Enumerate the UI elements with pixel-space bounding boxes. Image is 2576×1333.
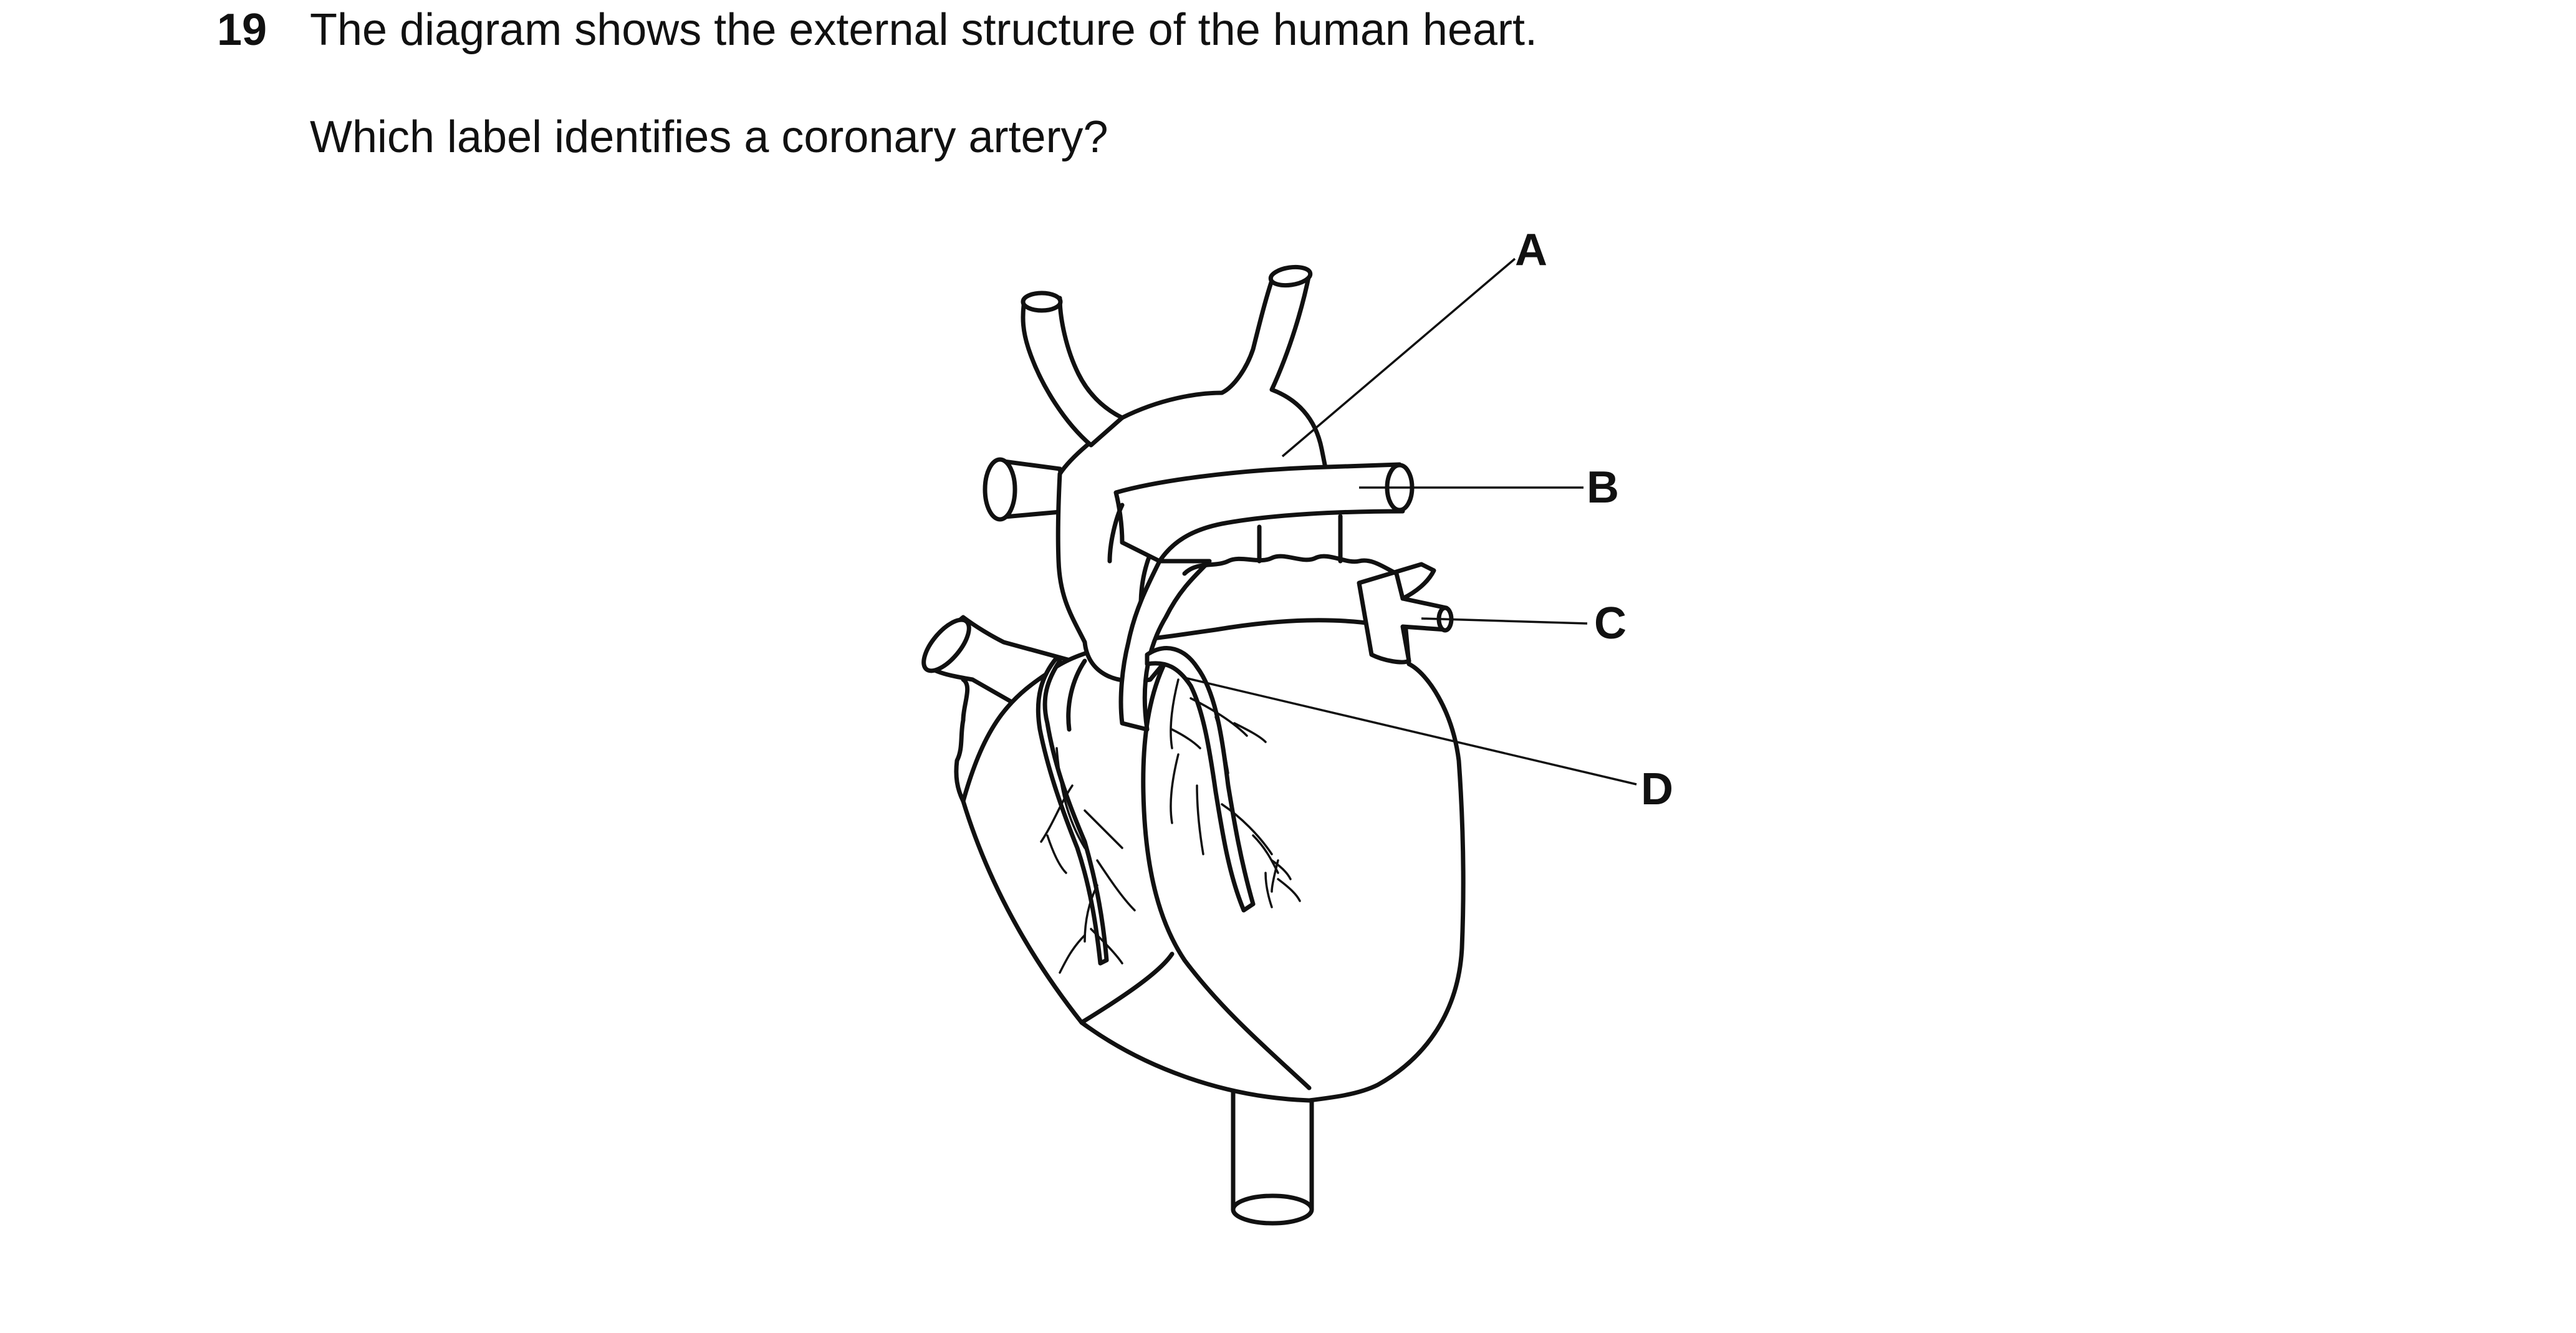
- superior-vena-cava-left: [983, 457, 1070, 522]
- leader-line-d: [1184, 676, 1637, 786]
- question-number: 19: [217, 5, 267, 55]
- pulmonary-trunk: [1107, 503, 1212, 732]
- leader-line-c: [1421, 617, 1588, 625]
- label-b: B: [1587, 463, 1619, 513]
- brachiocephalic-artery: [1021, 291, 1125, 448]
- coronary-artery-left: [1145, 646, 1256, 913]
- leader-lines: [1184, 257, 1637, 786]
- question-stem: The diagram shows the external structure…: [310, 5, 1538, 55]
- pulmonary-vein: [1357, 562, 1454, 665]
- inferior-vena-cava: [1231, 1082, 1314, 1226]
- label-d: D: [1641, 764, 1673, 814]
- carotid-artery: [1268, 264, 1313, 288]
- coronary-artery-right: [1036, 655, 1109, 966]
- label-c: C: [1594, 599, 1627, 648]
- heart-body: [954, 618, 1466, 1103]
- coronary-branches: [1040, 678, 1301, 974]
- label-a: A: [1515, 225, 1547, 275]
- leader-line-a: [1281, 257, 1516, 458]
- question-prompt: Which label identifies a coronary artery…: [310, 112, 1108, 162]
- left-atrium: [1182, 514, 1405, 601]
